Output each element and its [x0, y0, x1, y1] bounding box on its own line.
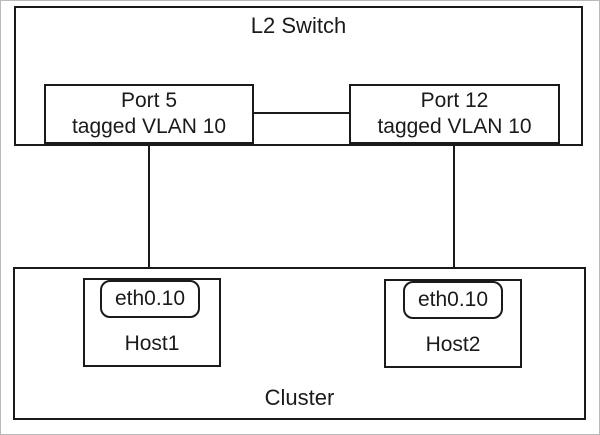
host1-eth-interface-label: eth0.10	[114, 287, 186, 310]
link-port12-to-host2	[453, 142, 455, 281]
port-5-box: Port 5 tagged VLAN 10	[44, 84, 254, 144]
host2-label: Host2	[425, 333, 481, 356]
port-5-vlan-detail: tagged VLAN 10	[71, 115, 227, 138]
host1-eth-interface-badge: eth0.10	[100, 280, 200, 318]
l2-switch-label: L2 Switch	[250, 13, 347, 38]
host1-label: Host1	[124, 332, 180, 355]
port-12-name: Port 12	[420, 89, 489, 112]
port-12-box: Port 12 tagged VLAN 10	[349, 84, 560, 144]
host2-eth-interface-badge: eth0.10	[403, 281, 503, 319]
link-port5-to-host1	[148, 142, 150, 281]
cluster-label: Cluster	[264, 385, 335, 410]
port-5-name: Port 5	[120, 89, 178, 112]
inter-port-link-line	[254, 112, 349, 114]
host2-eth-interface-label: eth0.10	[417, 288, 489, 311]
port-12-vlan-detail: tagged VLAN 10	[377, 115, 532, 138]
